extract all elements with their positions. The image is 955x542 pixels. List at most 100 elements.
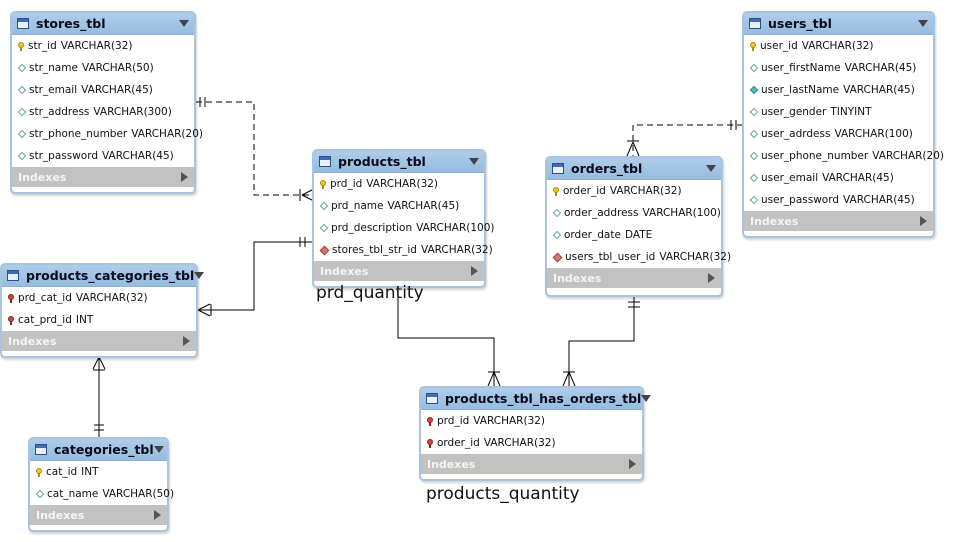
expand-arrow-icon[interactable] [471, 266, 478, 276]
foreign-key-column-icon [319, 245, 330, 255]
connector-users-orders [626, 120, 743, 157]
indexes-section[interactable]: Indexes [314, 261, 484, 281]
column-name: cat_name [47, 488, 99, 500]
column-name: str_password [29, 150, 99, 162]
indexes-label: Indexes [18, 170, 67, 184]
column-name: cat_prd_id [18, 314, 72, 326]
column-diamond-icon [35, 489, 45, 499]
column-name: user_adrdess [761, 128, 831, 140]
expand-arrow-icon[interactable] [183, 336, 190, 346]
column-type: VARCHAR(45) [843, 194, 915, 206]
expand-arrow-icon[interactable] [708, 273, 715, 283]
column-name: prd_id [330, 178, 363, 190]
column-diamond-icon [17, 129, 27, 139]
collapse-caret-icon[interactable] [469, 158, 479, 165]
indexes-section[interactable]: Indexes [12, 167, 194, 187]
primary-key-icon [18, 41, 24, 51]
expand-arrow-icon[interactable] [181, 172, 188, 182]
column-diamond-icon [749, 63, 759, 73]
table-header[interactable]: users_tbl [744, 13, 933, 35]
column-name: str_id [28, 40, 57, 52]
collapse-caret-icon[interactable] [194, 272, 205, 279]
table-title: users_tbl [768, 16, 832, 31]
table-header[interactable]: stores_tbl [12, 13, 194, 35]
indexes-section[interactable]: Indexes [547, 268, 721, 288]
table-title: products_tbl [338, 154, 426, 169]
column-diamond-icon [749, 195, 759, 205]
table-icon [749, 18, 761, 29]
column-type: VARCHAR(32) [60, 40, 133, 52]
column-name: user_email [761, 172, 819, 184]
column-type: VARCHAR(32) [609, 185, 682, 197]
indexes-section[interactable]: Indexes [744, 211, 933, 231]
table-title: products_categories_tbl [26, 268, 195, 283]
column-name: order_date [564, 229, 621, 241]
column-name: prd_name [331, 200, 384, 212]
connector-stores-products [196, 97, 315, 202]
collapse-caret-icon[interactable] [179, 20, 189, 27]
column-type: VARCHAR(20) [872, 150, 944, 162]
collapse-caret-icon[interactable] [641, 395, 652, 402]
expand-arrow-icon[interactable] [629, 459, 636, 469]
indexes-section[interactable]: Indexes [2, 331, 196, 351]
table-icon [35, 444, 47, 455]
table-header[interactable]: products_categories_tbl [2, 265, 205, 287]
indexes-label: Indexes [750, 214, 799, 228]
collapse-caret-icon[interactable] [153, 446, 164, 453]
collapse-caret-icon[interactable] [918, 20, 928, 27]
table-header[interactable]: orders_tbl [547, 158, 721, 180]
indexes-section[interactable]: Indexes [30, 505, 167, 525]
table-title: stores_tbl [36, 16, 106, 31]
expand-arrow-icon[interactable] [154, 510, 161, 520]
table-icon [17, 18, 29, 29]
column-diamond-icon [319, 201, 329, 211]
column-name: str_phone_number [29, 128, 128, 140]
connector-orders-junction [562, 296, 640, 387]
table-header[interactable]: products_tbl [314, 151, 484, 173]
expand-arrow-icon[interactable] [920, 216, 927, 226]
column-type: VARCHAR(45) [822, 172, 894, 184]
table-header[interactable]: products_tbl_has_orders_tbl [421, 388, 652, 410]
table-icon [319, 156, 331, 167]
table-header[interactable]: categories_tbl [30, 439, 167, 461]
column-type: VARCHAR(32) [473, 415, 546, 427]
indexes-section[interactable]: Indexes [421, 454, 642, 474]
collapse-caret-icon[interactable] [706, 165, 716, 172]
